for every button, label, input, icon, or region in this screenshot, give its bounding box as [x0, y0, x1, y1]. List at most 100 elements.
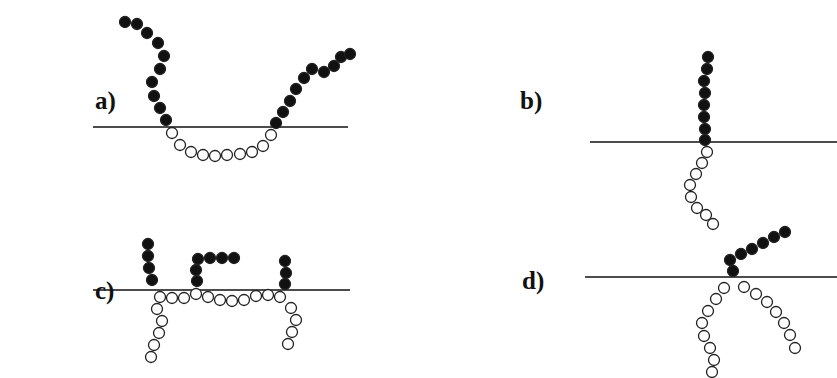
- open-bead: [215, 295, 226, 306]
- panel-label: a): [95, 88, 116, 113]
- surface-line: [590, 141, 837, 143]
- open-bead: [699, 331, 710, 342]
- filled-bead: [143, 251, 154, 262]
- open-bead: [258, 141, 269, 152]
- filled-bead: [702, 64, 713, 75]
- filled-bead: [155, 103, 166, 114]
- open-bead: [175, 140, 186, 151]
- filled-bead: [299, 73, 310, 84]
- open-bead: [702, 147, 713, 158]
- filled-bead: [147, 275, 158, 286]
- filled-bead: [725, 255, 736, 266]
- open-bead: [703, 306, 714, 317]
- filled-bead: [155, 64, 166, 75]
- open-bead: [779, 318, 790, 329]
- filled-bead: [192, 276, 203, 287]
- filled-bead: [278, 107, 289, 118]
- open-bead: [203, 292, 214, 303]
- filled-bead: [291, 84, 302, 95]
- panel-label: c): [95, 278, 114, 303]
- open-bead: [291, 315, 302, 326]
- filled-bead: [271, 118, 282, 129]
- filled-bead: [120, 17, 131, 28]
- surface-line: [93, 289, 350, 291]
- filled-bead: [147, 77, 158, 88]
- filled-bead: [193, 254, 204, 265]
- filled-bead: [143, 239, 154, 250]
- open-bead: [186, 147, 197, 158]
- open-bead: [266, 130, 277, 141]
- filled-bead: [285, 96, 296, 107]
- open-bead: [771, 307, 782, 318]
- filled-bead: [345, 49, 356, 60]
- open-bead: [719, 283, 730, 294]
- panel-label: b): [520, 88, 542, 113]
- open-bead: [707, 367, 718, 378]
- filled-bead: [191, 265, 202, 276]
- filled-bead: [159, 51, 170, 62]
- open-bead: [191, 289, 202, 300]
- filled-bead: [700, 135, 711, 146]
- open-bead: [227, 296, 238, 307]
- filled-bead: [153, 38, 164, 49]
- open-bead: [179, 293, 190, 304]
- open-bead: [235, 149, 246, 160]
- open-bead: [154, 328, 165, 339]
- open-bead: [222, 150, 233, 161]
- filled-bead: [736, 249, 747, 260]
- filled-bead: [700, 124, 711, 135]
- open-bead: [686, 192, 697, 203]
- open-bead: [697, 158, 708, 169]
- open-bead: [762, 297, 773, 308]
- filled-bead: [307, 64, 318, 75]
- open-bead: [705, 343, 716, 354]
- filled-bead: [699, 76, 710, 87]
- open-bead: [691, 169, 702, 180]
- panel-label: d): [522, 268, 544, 293]
- open-bead: [708, 219, 719, 230]
- filled-bead: [728, 266, 739, 277]
- filled-bead: [769, 232, 780, 243]
- open-bead: [263, 290, 274, 301]
- filled-bead: [149, 91, 160, 102]
- open-bead: [283, 339, 294, 350]
- open-bead: [711, 294, 722, 305]
- polymer-beads: [120, 17, 801, 378]
- filled-bead: [780, 227, 791, 238]
- open-bead: [287, 327, 298, 338]
- filled-bead: [699, 100, 710, 111]
- open-bead: [146, 352, 157, 363]
- filled-bead: [758, 238, 769, 249]
- surface-line: [93, 126, 348, 128]
- open-bead: [286, 303, 297, 314]
- open-bead: [167, 128, 178, 139]
- filled-bead: [132, 19, 143, 30]
- filled-bead: [142, 28, 153, 39]
- filled-bead: [144, 263, 155, 274]
- open-bead: [157, 316, 168, 327]
- open-bead: [697, 318, 708, 329]
- filled-bead: [280, 279, 291, 290]
- surface-line: [585, 276, 837, 278]
- filled-bead: [229, 253, 240, 264]
- open-bead: [155, 292, 166, 303]
- filled-bead: [205, 253, 216, 264]
- open-bead: [239, 295, 250, 306]
- open-bead: [152, 304, 163, 315]
- open-bead: [247, 147, 258, 158]
- open-bead: [739, 282, 750, 293]
- open-bead: [210, 151, 221, 162]
- filled-bead: [161, 115, 172, 126]
- filled-bead: [217, 253, 228, 264]
- surface-lines: [93, 127, 837, 290]
- open-bead: [709, 355, 720, 366]
- filled-bead: [703, 52, 714, 63]
- open-bead: [167, 293, 178, 304]
- filled-bead: [700, 88, 711, 99]
- open-bead: [251, 291, 262, 302]
- open-bead: [149, 340, 160, 351]
- filled-bead: [699, 112, 710, 123]
- filled-bead: [281, 268, 292, 279]
